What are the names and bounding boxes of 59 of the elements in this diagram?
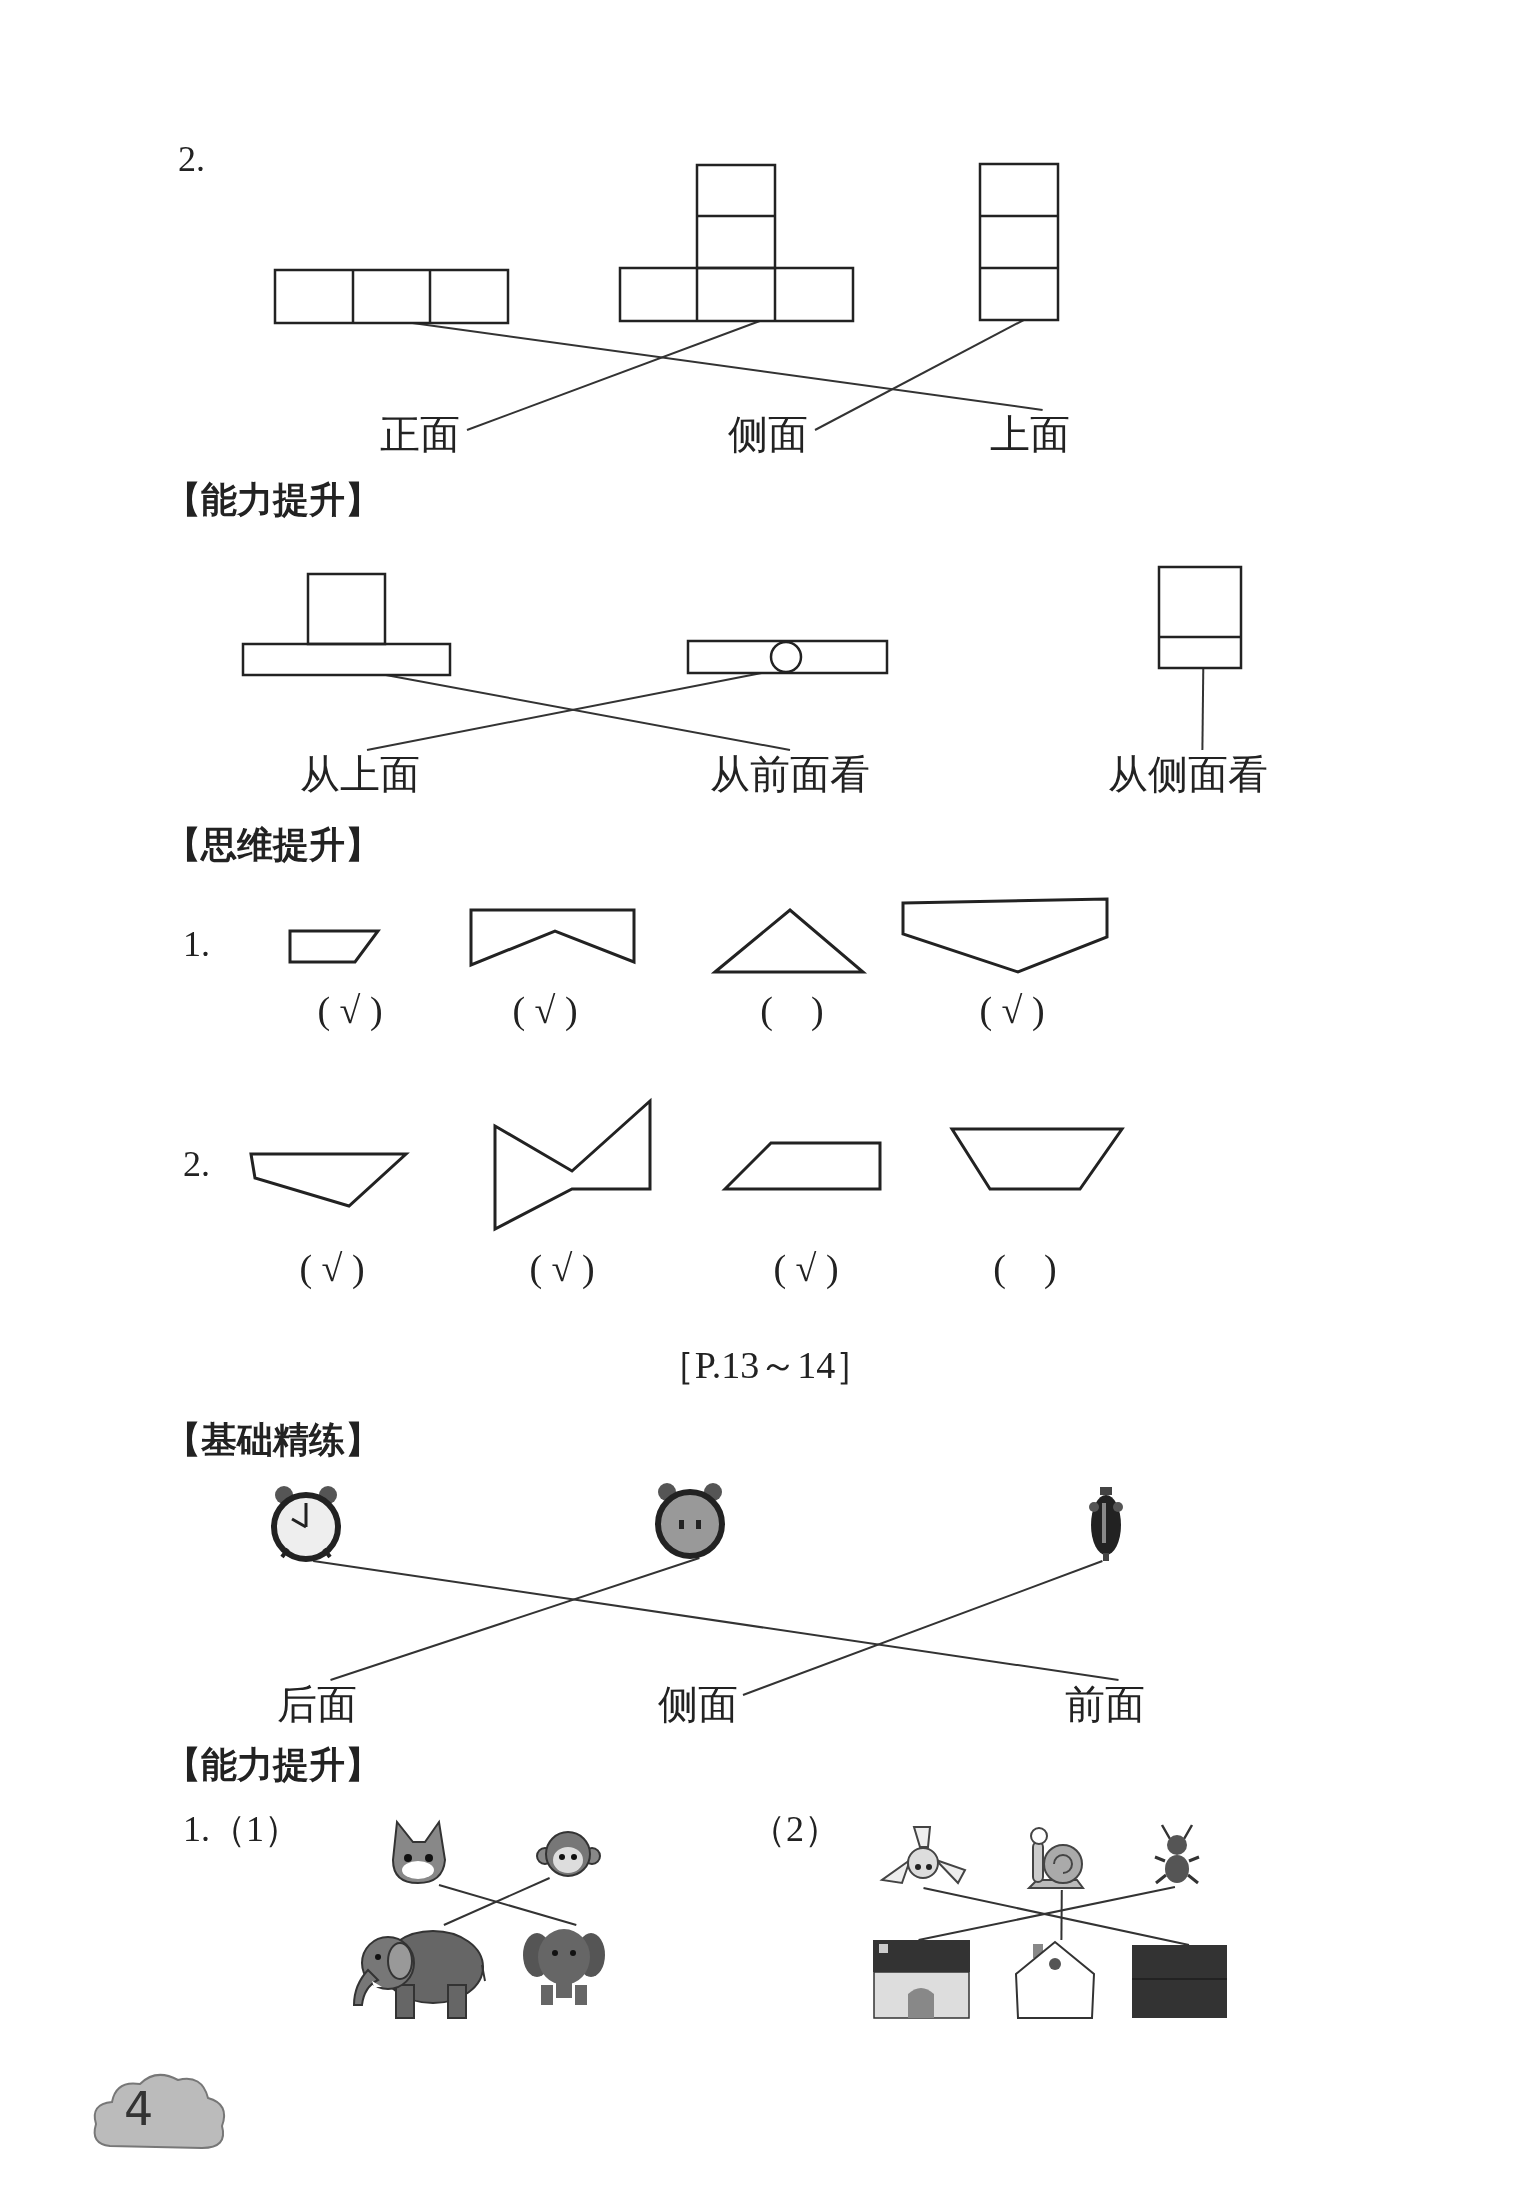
section-heading: 【能力提升】 — [165, 1745, 381, 1785]
polygon-figure — [950, 1127, 1124, 1191]
block-view-drawing — [1159, 567, 1241, 668]
matching-line — [1060, 1889, 1063, 1941]
block-view-drawing — [275, 270, 508, 323]
answer-mark: ( √ ) — [317, 990, 383, 1032]
monkey-head-drawing — [537, 1830, 600, 1878]
page-number: 4 — [124, 2082, 154, 2136]
view-label: 从前面看 — [700, 750, 880, 800]
answer-mark: ( √ ) — [512, 990, 578, 1032]
alarm-clock-drawing — [1088, 1487, 1124, 1561]
view-label: 侧面 — [653, 1680, 743, 1730]
question-number: 1. — [183, 925, 210, 965]
house-drawing — [1132, 1945, 1227, 2018]
matching-line — [329, 1557, 701, 1681]
view-label: 侧面 — [720, 410, 815, 460]
polygon-figure — [288, 929, 380, 964]
matching-line — [442, 1877, 551, 1926]
polygon-figure — [901, 897, 1109, 974]
answer-mark: ( √ ) — [299, 1248, 365, 1290]
view-label: 从侧面看 — [1098, 750, 1278, 800]
view-label: 从上面 — [290, 750, 430, 800]
section-heading: 【基础精练】 — [165, 1420, 381, 1460]
matching-line — [1201, 667, 1205, 751]
question-number: 2. — [178, 140, 205, 180]
block-view-drawing — [243, 574, 450, 675]
section-heading: 【能力提升】 — [165, 480, 381, 520]
matching-line — [466, 320, 761, 431]
polygon-figure — [493, 1099, 652, 1231]
polygon-figure — [249, 1152, 408, 1208]
block-view-drawing — [620, 165, 853, 321]
matching-line — [312, 1560, 1120, 1681]
section-heading: 【思维提升】 — [165, 825, 381, 865]
answer-mark: ( √ ) — [529, 1248, 595, 1290]
page-range: ［P.13～14］ — [656, 1345, 874, 1387]
answer-mark: ( ) — [993, 1248, 1057, 1290]
alarm-clock-drawing — [270, 1485, 342, 1561]
answer-mark: ( √ ) — [979, 990, 1045, 1032]
question-number: （2） — [750, 1810, 840, 1850]
block-view-drawing — [980, 164, 1058, 320]
question-number: 1.（1） — [183, 1810, 300, 1850]
house-drawing — [1015, 1940, 1095, 2018]
polygon-figure — [713, 908, 865, 974]
view-label: 前面 — [1060, 1680, 1150, 1730]
house-drawing — [873, 1940, 970, 2018]
view-label: 后面 — [272, 1680, 362, 1730]
view-label: 上面 — [985, 410, 1075, 460]
polygon-figure — [723, 1141, 882, 1191]
matching-line — [742, 1560, 1104, 1696]
matching-line — [922, 1887, 1190, 1946]
answer-mark: ( ) — [760, 990, 824, 1032]
answer-mark: ( √ ) — [773, 1248, 839, 1290]
block-view-drawing — [688, 641, 887, 673]
question-number: 2. — [183, 1145, 210, 1185]
matching-line — [438, 1884, 578, 1926]
polygon-figure — [469, 908, 636, 967]
matching-line — [814, 319, 1025, 431]
view-label: 正面 — [372, 410, 467, 460]
matching-line — [917, 1886, 1176, 1941]
